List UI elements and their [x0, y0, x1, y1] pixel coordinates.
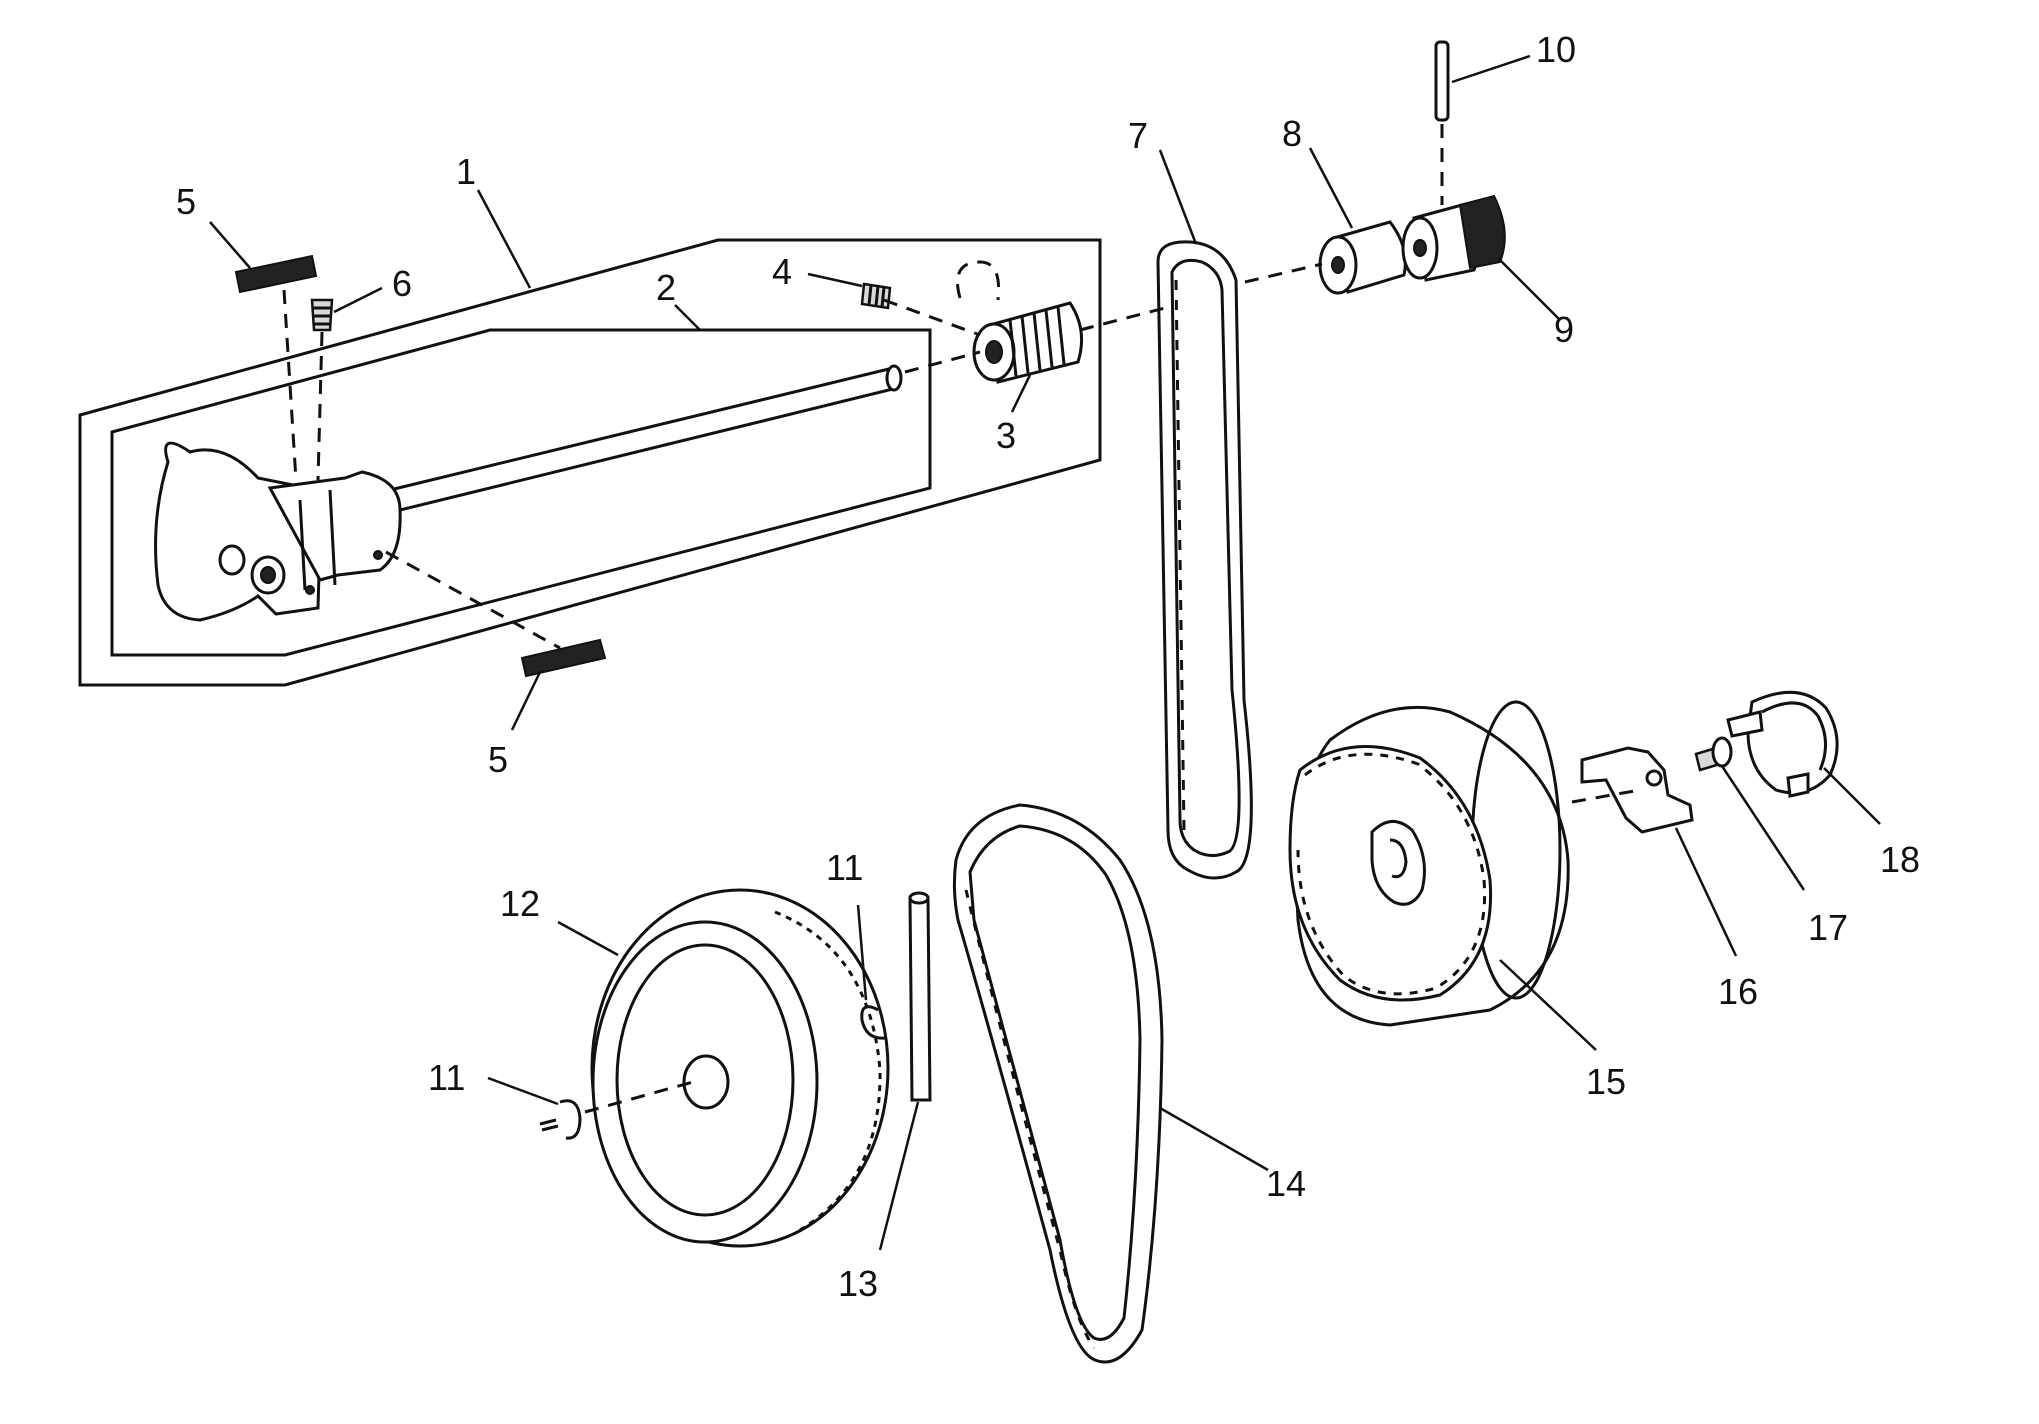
- dowel-pin-part-13: [908, 891, 932, 1102]
- leader-7: [1158, 149, 1198, 245]
- leader-10: [1451, 54, 1531, 84]
- callout-1: 1: [456, 151, 476, 192]
- cover-cap-part-18: [1726, 690, 1839, 798]
- pin-part-10: [1434, 40, 1450, 122]
- callout-3: 3: [996, 415, 1016, 456]
- frame-assembly-1: [78, 238, 1102, 687]
- leader-16: [1674, 827, 1738, 957]
- callout-7: 7: [1128, 115, 1148, 156]
- key-part-5-top: [234, 254, 318, 294]
- leader-11a: [856, 904, 868, 1001]
- gear-pulley-part-9: [1401, 194, 1506, 282]
- leader-4: [807, 272, 863, 288]
- leader-3: [1010, 374, 1032, 413]
- clutch-drum-part-15: [1288, 700, 1570, 1027]
- callout-13: 13: [838, 1263, 878, 1304]
- callout-2: 2: [656, 267, 676, 308]
- worm-gear-part-3: [956, 260, 1084, 384]
- leader-18: [1823, 767, 1881, 825]
- leader-2: [674, 304, 701, 331]
- leader-13: [878, 1101, 920, 1251]
- main-shaft-part-2: [388, 364, 903, 514]
- callout-17: 17: [1808, 907, 1848, 948]
- axis-line-key-top: [282, 289, 298, 481]
- leader-17: [1720, 765, 1806, 891]
- callout-6: 6: [392, 263, 412, 304]
- leader-8: [1308, 147, 1354, 229]
- set-screw-part-6: [310, 298, 334, 332]
- pulley-part-12: [590, 888, 890, 1248]
- axis-line-screw-6: [316, 331, 324, 481]
- timing-belt-part-7: [1156, 240, 1253, 880]
- axis-line-key-bottom: [385, 550, 561, 650]
- retaining-ring-part-11-lower: [539, 1099, 582, 1140]
- callout-12: 12: [500, 883, 540, 924]
- axis-line-screw-4: [883, 298, 981, 337]
- callout-14: 14: [1266, 1163, 1306, 1204]
- callout-8: 8: [1282, 113, 1302, 154]
- set-screw-part-4: [860, 282, 892, 310]
- leader-14: [1159, 1106, 1269, 1172]
- callout-9: 9: [1554, 309, 1574, 350]
- bushing-part-8: [1318, 220, 1407, 295]
- leader-6: [333, 286, 383, 314]
- callout-18: 18: [1880, 839, 1920, 880]
- callout-4: 4: [772, 251, 792, 292]
- axis-line-bracket: [1571, 788, 1641, 804]
- axis-line-belt-bushing: [1244, 262, 1323, 284]
- retaining-ring-part-11-upper: [860, 1005, 887, 1040]
- frame-assembly-2: [110, 328, 932, 657]
- timing-belt-part-14: [952, 803, 1164, 1364]
- key-part-5-bottom: [520, 638, 607, 678]
- callout-11b: 11: [428, 1057, 465, 1098]
- screw-part-17: [1694, 736, 1733, 772]
- leader-15: [1499, 959, 1597, 1051]
- callout-5a: 5: [176, 181, 196, 222]
- bracket-part-16: [1580, 746, 1694, 834]
- leader-11b: [487, 1076, 559, 1106]
- axis-line-pulley: [584, 1078, 701, 1114]
- crank-housing: [154, 441, 402, 622]
- leader-5a: [209, 221, 251, 269]
- callout-16: 16: [1718, 971, 1758, 1012]
- callout-5b: 5: [488, 739, 508, 780]
- leader-12: [557, 920, 619, 957]
- leader-1: [476, 189, 532, 289]
- leader-9: [1497, 257, 1561, 321]
- axis-line-worm-belt: [1079, 306, 1166, 332]
- axis-line-shaft: [904, 350, 981, 374]
- callout-11a: 11: [826, 847, 863, 888]
- callout-10: 10: [1536, 29, 1576, 70]
- leader-5b: [510, 671, 542, 731]
- callout-15: 15: [1586, 1061, 1626, 1102]
